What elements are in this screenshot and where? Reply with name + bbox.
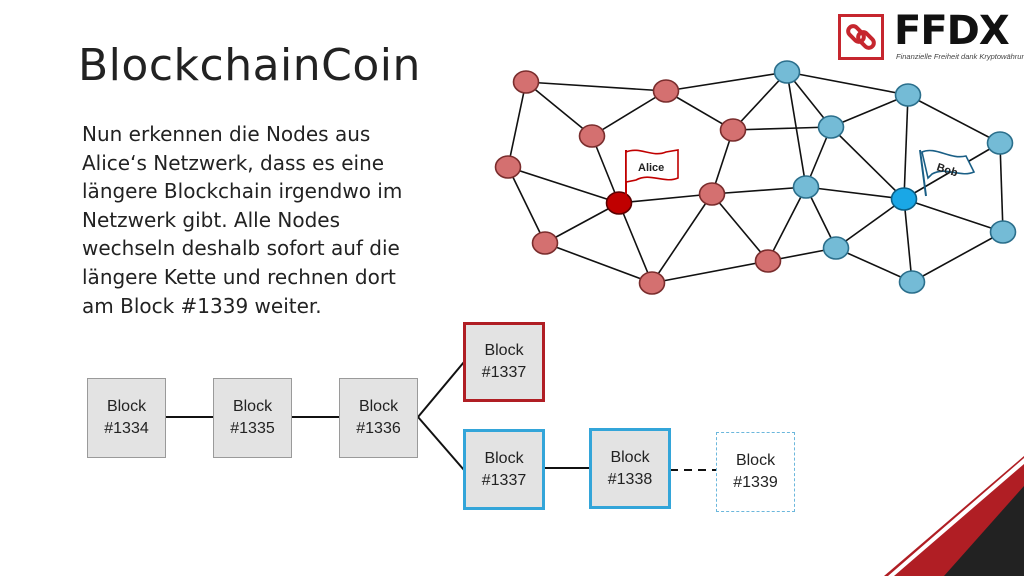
- network-edge: [651, 193, 713, 284]
- alice-flag: Alice: [625, 149, 679, 200]
- block-1336: Block #1336: [339, 378, 418, 458]
- network-edge: [651, 260, 769, 284]
- network-node: [754, 249, 782, 273]
- block-1337-longest: Block #1337: [463, 429, 545, 510]
- network-edge: [525, 81, 593, 137]
- page-title: BlockchainCoin: [78, 40, 421, 91]
- network-node: [822, 236, 850, 260]
- bob-node: [890, 187, 918, 211]
- network-edge: [830, 126, 905, 200]
- bob-flag: Bob: [919, 149, 976, 197]
- network-edge: [732, 126, 832, 131]
- network-edge: [903, 198, 913, 283]
- network-edge: [805, 186, 905, 200]
- block-1335: Block #1335: [213, 378, 292, 458]
- network-node: [986, 131, 1014, 155]
- block-1339-pending: Block #1339: [716, 432, 795, 512]
- block-number: #1338: [607, 470, 653, 488]
- network-node: [652, 79, 680, 103]
- block-label: Block: [358, 398, 399, 415]
- network-edge: [835, 247, 913, 283]
- network-node: [494, 155, 522, 179]
- network-node: [792, 175, 820, 199]
- network-edge: [903, 94, 909, 200]
- block-number: #1339: [733, 474, 778, 491]
- network-node: [989, 220, 1017, 244]
- network-edge: [911, 231, 1004, 283]
- block-label: Block: [484, 449, 524, 467]
- network-edge: [544, 202, 620, 244]
- network-edge: [732, 71, 788, 131]
- network-edge: [591, 90, 667, 137]
- network-node: [512, 70, 540, 94]
- network-node: [638, 271, 666, 295]
- network-edge: [507, 166, 546, 244]
- network-node: [719, 118, 747, 142]
- network-edge: [786, 71, 909, 96]
- ffdx-logo: FFDX Finanzielle Freiheit dank Kryptowäh…: [838, 8, 1024, 74]
- network-edge: [830, 94, 909, 128]
- network-edge: [711, 186, 807, 195]
- network-node: [698, 182, 726, 206]
- block-1337-orphaned: Block #1337: [463, 322, 545, 402]
- block-label: Block: [232, 398, 273, 415]
- network-edge: [591, 135, 620, 204]
- block-label: Block: [484, 342, 524, 359]
- block-number: #1337: [481, 471, 527, 489]
- network-edge: [786, 71, 807, 188]
- body-text: Nun erkennen die Nodes aus Alice‘s Netzw…: [82, 122, 403, 318]
- network-edge: [903, 198, 1004, 233]
- fork-link-lower: [417, 416, 465, 471]
- block-number: #1334: [104, 420, 149, 437]
- network-node: [898, 270, 926, 294]
- block-number: #1335: [230, 420, 275, 437]
- network-node: [578, 124, 606, 148]
- network-edge: [507, 166, 620, 204]
- network-edge: [711, 193, 769, 262]
- network-edge: [665, 71, 788, 92]
- network-edge: [618, 193, 713, 204]
- network-edge: [544, 242, 653, 284]
- block-label: Block: [610, 448, 650, 466]
- block-label: Block: [106, 398, 147, 415]
- network-edge: [767, 186, 807, 262]
- network-edge: [618, 202, 653, 284]
- network-edge: [665, 90, 734, 131]
- network-edge: [507, 81, 527, 168]
- fork-link-upper: [417, 361, 465, 418]
- network-node: [531, 231, 559, 255]
- network-edge: [835, 198, 905, 249]
- block-1334: Block #1334: [87, 378, 166, 458]
- logo-wordmark: FFDX: [894, 8, 1010, 54]
- network-edge: [907, 94, 1001, 144]
- network-node: [894, 83, 922, 107]
- network-edge: [525, 81, 667, 92]
- network-node: [773, 60, 801, 84]
- alice-flag-label: Alice: [638, 162, 664, 174]
- network-node: [817, 115, 845, 139]
- network-edge: [999, 142, 1004, 233]
- logo-tagline: Finanzielle Freiheit dank Kryptowährung: [896, 52, 1024, 61]
- block-label: Block: [735, 452, 776, 469]
- corner-decoration: [884, 456, 1024, 576]
- block-number: #1336: [356, 420, 401, 437]
- block-number: #1337: [481, 364, 527, 381]
- block-1338: Block #1338: [589, 428, 671, 509]
- chain-link-icon: [838, 14, 884, 60]
